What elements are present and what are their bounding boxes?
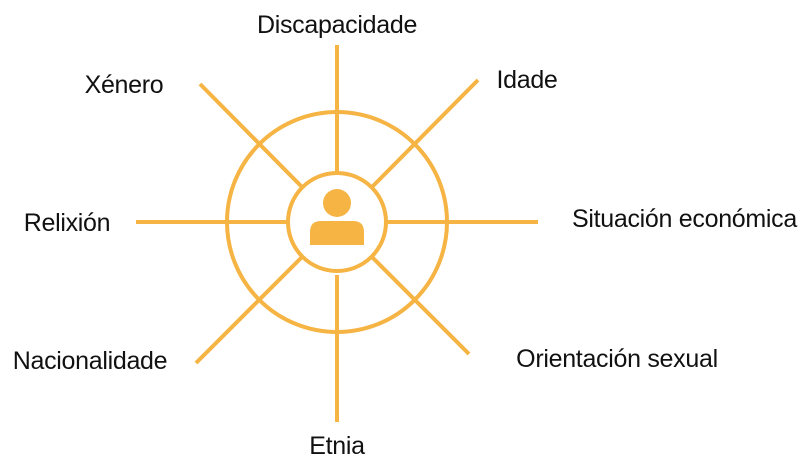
label-right: Situación económica — [572, 205, 797, 233]
spoke-top-left — [198, 82, 305, 190]
label-top: Discapacidade — [257, 11, 417, 39]
label-top-right: Idade — [496, 66, 557, 94]
outer-ring — [225, 110, 449, 334]
person-icon — [310, 189, 364, 245]
spoke-top-right — [370, 78, 480, 189]
label-left: Relixión — [24, 209, 111, 237]
spokes — [136, 45, 538, 422]
spoke-bottom-left — [194, 255, 304, 365]
label-bottom-right: Orientación sexual — [516, 345, 718, 373]
label-top-left: Xénero — [85, 71, 164, 99]
spoke-bottom-right — [370, 255, 471, 356]
label-bottom: Etnia — [309, 432, 365, 460]
label-bottom-left: Nacionalidade — [13, 347, 168, 375]
